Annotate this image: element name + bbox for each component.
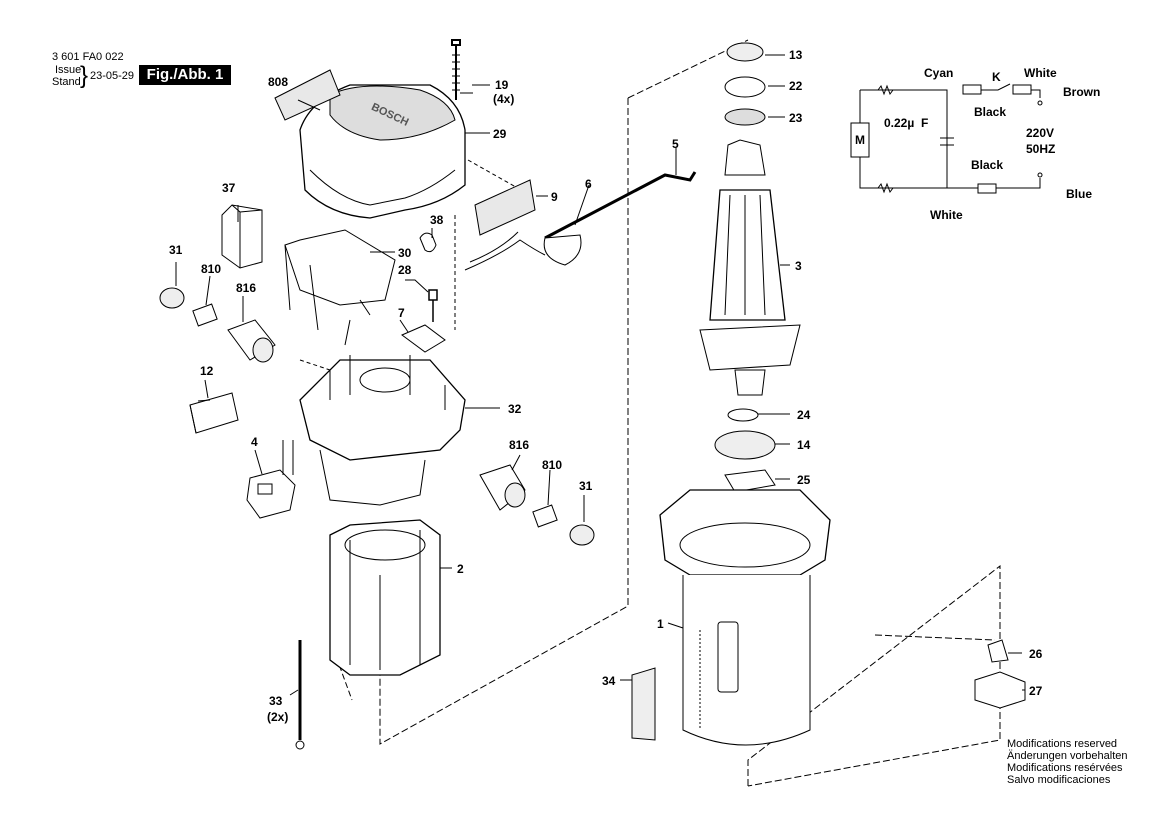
part-label-808: 808 [268,75,289,89]
figure-label: Fig./Abb. 1 [139,65,231,85]
part-label-14: 14 [797,438,811,452]
part-label-1: 1 [657,617,664,631]
modifications-note: Modifications reserved Änderungen vorbeh… [1007,738,1127,786]
part-label-31-right: 31 [579,479,593,493]
part-label-4: 4 [251,435,258,449]
part-label-32: 32 [508,402,522,416]
part-label-31-left: 31 [169,243,183,257]
part-label-12: 12 [200,364,214,378]
capacitor-value: 0.22µ [884,116,915,130]
part-label-19-qty: (4x) [493,92,515,106]
note-line: Salvo modificaciones [1007,774,1111,786]
issue-date: 23-05-29 [90,70,135,82]
part-label-816-right: 816 [509,438,530,452]
part-label-5: 5 [672,137,679,151]
wire-label-brown: Brown [1063,85,1101,99]
part-label-810-right: 810 [542,458,563,472]
part-label-816-left: 816 [236,281,257,295]
part-label-33-qty: (2x) [267,710,289,724]
stand-label: Stand [52,76,81,88]
voltage-label: 220V [1026,126,1055,140]
part-label-29: 29 [493,127,507,141]
capacitor-f: F [921,116,929,130]
part-label-2: 2 [457,562,464,576]
part-label-28: 28 [398,263,412,277]
wire-label-cyan: Cyan [924,66,954,80]
brace-symbol: } [80,62,89,89]
part-label-6: 6 [585,177,592,191]
part-label-26: 26 [1029,647,1043,661]
part-label-27: 27 [1029,684,1043,698]
part-label-23: 23 [789,111,803,125]
part-label-38: 38 [430,213,444,227]
part-label-13: 13 [789,48,803,62]
part-label-30: 30 [398,246,412,260]
part-label-37: 37 [222,181,236,195]
wire-label-white-top: White [1024,66,1057,80]
frequency-label: 50HZ [1026,142,1056,156]
doc-number: 3 601 FA0 022 [52,51,124,63]
wire-label-white-bottom: White [930,208,963,222]
part-label-25: 25 [797,473,811,487]
note-line: Modifications resérvées [1007,762,1123,774]
part-label-34: 34 [602,674,616,688]
wire-label-blue: Blue [1066,187,1093,201]
part-label-22: 22 [789,79,803,93]
part-label-33: 33 [269,694,283,708]
part-label-9: 9 [551,190,558,204]
wire-label-black-top: Black [974,105,1007,119]
issue-label: Issue [55,64,82,76]
part-label-19: 19 [495,78,509,92]
part-label-24: 24 [797,408,811,422]
note-line: Modifications reserved [1007,738,1118,750]
part-label-3: 3 [795,259,802,273]
part-label-7: 7 [398,306,405,320]
wire-label-black-bottom: Black [971,158,1004,172]
motor-symbol: M [855,133,865,147]
wire-label-k: K [992,70,1001,84]
part-label-810-left: 810 [201,262,222,276]
note-line: Änderungen vorbehalten [1007,750,1128,762]
